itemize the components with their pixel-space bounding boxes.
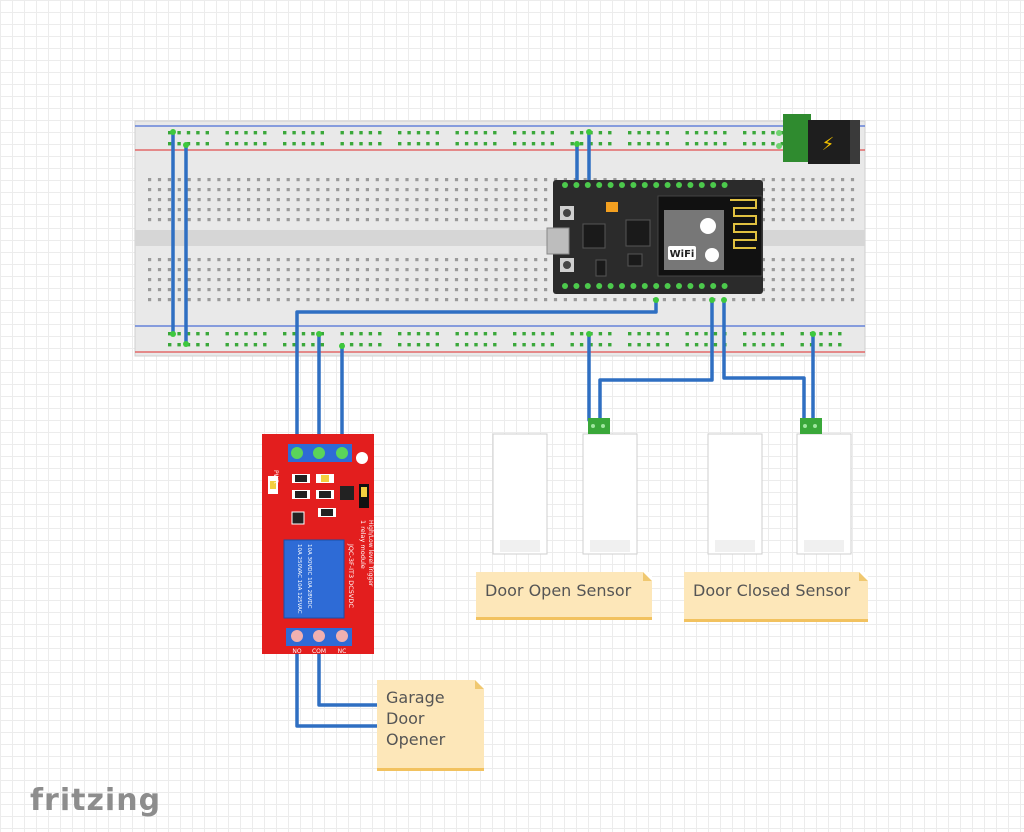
relay-rating-line2: 10A 30VDC 10A 28VDC <box>306 544 312 609</box>
relay-module[interactable]: NO COM NC PWR 10A 250VAC 10A 125VAC 10A … <box>262 434 374 655</box>
antenna-icon <box>730 199 757 249</box>
garage-note-line1: Garage <box>386 688 445 707</box>
relay-model-label: JQC-3F-IT3 DC5VDC <box>347 543 355 608</box>
wire-opener-1 <box>295 638 379 728</box>
door-closed-sensor-note: Door Closed Sensor <box>684 572 868 622</box>
relay-title-line2: High/Low level Trigger <box>367 520 374 587</box>
nodemcu-pins <box>562 182 728 289</box>
relay-pwr-label: PWR <box>272 470 279 484</box>
power-jack-symbol-icon: ⚡ <box>822 134 835 155</box>
wire-relay-signal <box>295 298 658 452</box>
garage-door-opener-note: Garage Door Opener <box>377 680 484 771</box>
breadboard-rail-holes <box>168 131 842 347</box>
relay-pin-com: COM <box>312 648 326 655</box>
door-open-sensor[interactable] <box>492 418 638 555</box>
door-open-sensor-note: Door Open Sensor <box>476 572 652 620</box>
wire-ends <box>170 129 816 349</box>
relay-title-line1: 1 relay module <box>359 520 367 569</box>
wires <box>171 130 815 728</box>
door-closed-sensor[interactable] <box>707 418 852 555</box>
wire-door-closed-signal <box>722 298 806 422</box>
nodemcu-board[interactable]: WiFi <box>546 180 763 294</box>
wifi-label: WiFi <box>670 249 695 260</box>
wire-opener-2 <box>317 638 379 707</box>
relay-rating-line1: 10A 250VAC 10A 125VAC <box>296 544 302 614</box>
garage-note-line3: Opener <box>386 730 446 749</box>
door-closed-note-text: Door Closed Sensor <box>693 581 851 600</box>
power-jack[interactable]: ⚡ <box>776 114 860 164</box>
relay-pin-nc: NC <box>338 648 347 655</box>
relay-pin-no: NO <box>292 648 301 655</box>
fritzing-logo: fritzing <box>30 783 162 818</box>
garage-note-line2: Door <box>386 709 425 728</box>
door-open-note-text: Door Open Sensor <box>485 581 632 600</box>
wire-door-open-signal <box>598 298 714 422</box>
